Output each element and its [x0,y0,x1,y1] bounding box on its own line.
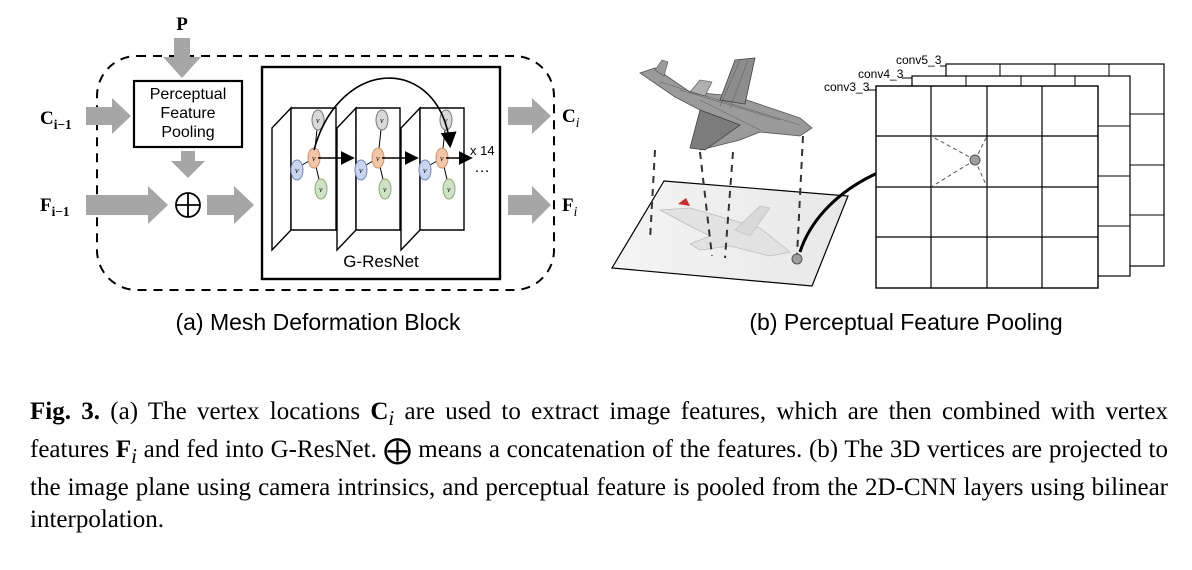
input-p-label: P [176,14,188,35]
caption-symbol-c-sub: i [388,406,395,430]
layer-label-conv3: conv3_3 [824,80,870,94]
repeat-label: x 14 [470,143,495,158]
panel-b-perceptual-pooling: conv5_3 conv4_3 conv3_3 (b) Perceptual F… [610,53,1165,335]
pool-to-concat-arrow [171,151,205,178]
projection-lines [649,135,804,259]
graph-layer-2 [336,106,401,252]
c-out-label: Ci [562,106,580,130]
pooling-line2: Feature [160,105,215,122]
c-prev-arrow [86,98,131,134]
layer-label-conv5: conv5_3 [896,53,942,67]
f-out-arrow [508,186,551,224]
panel-a-caption: (a) Mesh Deformation Block [175,309,461,335]
svg-text:v: v [440,154,444,163]
svg-text:v: v [423,166,427,175]
c-out-arrow [508,98,551,134]
ellipsis: … [474,159,490,176]
concat-icon [175,192,201,218]
p-arrow [163,38,201,78]
node-labels: v v v v v v v v v v v v [295,116,451,194]
f-prev-arrow [86,186,168,224]
skip-connection-arrow [313,77,457,151]
caption-symbol-c: C [370,398,389,425]
svg-text:v: v [295,166,299,175]
pooling-line3: Pooling [161,124,214,141]
concat-to-resnet-arrow [207,186,254,224]
g-resnet-label: G-ResNet [343,252,419,271]
layer-label-conv4: conv4_3 [858,67,904,81]
graph-layer-3 [400,106,465,252]
svg-text:v: v [383,185,387,194]
svg-text:v: v [316,116,320,125]
perceptual-pooling-box: Perceptual Feature Pooling [132,79,244,149]
f-out-label: Fi [562,195,578,219]
svg-text:v: v [312,154,316,163]
figure-caption: Fig. 3. (a) The vertex locations Ci are … [30,396,1168,536]
svg-text:v: v [359,166,363,175]
graph-layer-1 [271,106,337,252]
caption-symbol-f: F [115,436,132,463]
caption-text-3: and fed into G-ResNet. [136,436,384,463]
caption-symbol-f-sub: i [131,444,137,468]
figure-number: Fig. 3. [30,398,101,425]
svg-text:v: v [319,185,323,194]
panel-b-caption: (b) Perceptual Feature Pooling [749,309,1062,335]
svg-text:v: v [447,185,451,194]
airplane-mesh-icon [639,57,813,151]
bilinear-lines [930,135,988,188]
svg-text:v: v [444,116,448,125]
caption-text-4: means a concatenation of the features. (… [30,436,1168,533]
projected-airplane-icon [658,198,791,257]
svg-text:v: v [376,154,380,163]
pooling-line1: Perceptual [150,86,227,103]
svg-text:v: v [380,116,384,125]
deformation-block-border [96,55,555,291]
panel-a-mesh-deformation: P Perceptual Feature Pooling Ci−1 Fi−1 [40,14,580,335]
caption-text-2: are used to extract image features, whic… [30,398,1169,463]
pooled-feature-point [969,154,981,166]
projected-vertex-point [791,253,803,265]
caption-oplus-icon: ⨁ [383,435,412,466]
figure-diagram: P Perceptual Feature Pooling Ci−1 Fi−1 [40,14,1165,335]
f-prev-label: Fi−1 [40,195,70,219]
c-prev-label: Ci−1 [40,108,72,132]
caption-text-1: (a) The vertex locations [100,398,371,425]
